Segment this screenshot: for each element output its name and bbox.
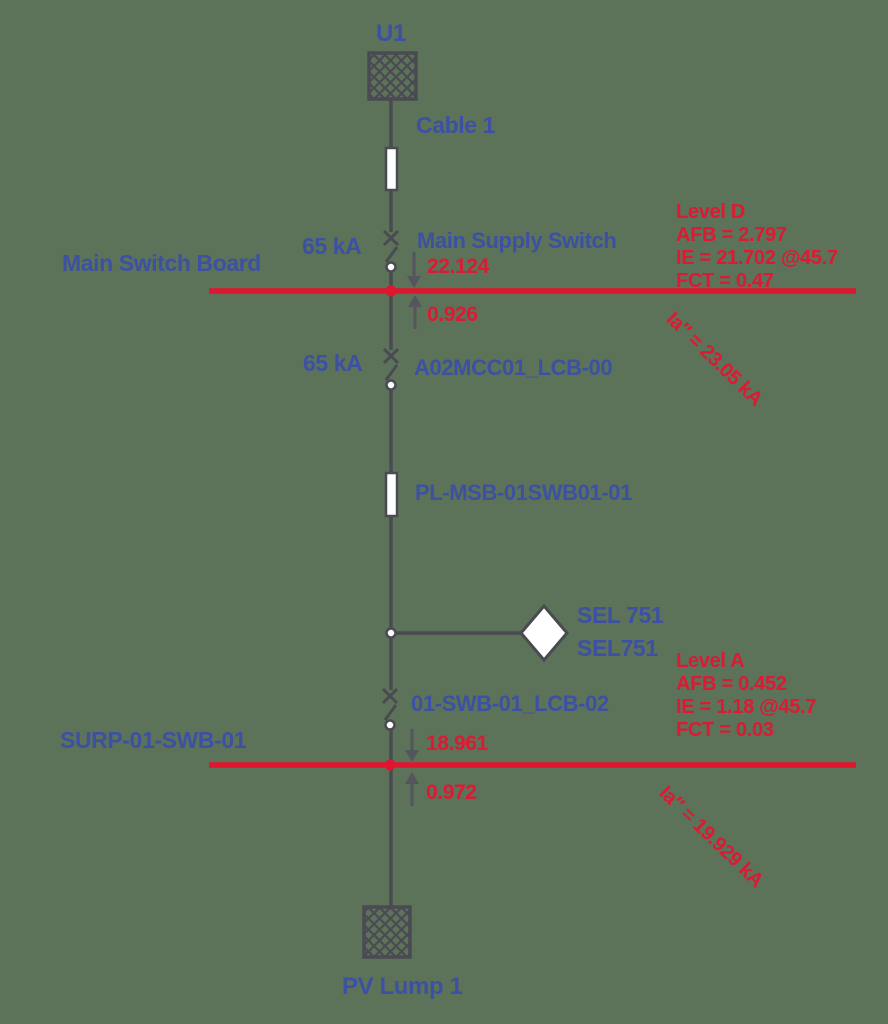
switch2-rating-label: 65 kA [303, 350, 363, 376]
bus1-name-label: Main Switch Board [62, 250, 261, 276]
bus2-af-ie: IE = 1.18 @45.7 [676, 696, 817, 718]
bus1-af-ie: IE = 21.702 @45.7 [676, 247, 838, 269]
switch2-label: A02MCC01_LCB-00 [414, 355, 613, 380]
bus2-inflow-value: 18.961 [426, 732, 488, 755]
switch1-rating-label: 65 kA [302, 233, 362, 259]
cable2-symbol[interactable] [384, 471, 399, 518]
bus1-main-switch-board[interactable] [209, 285, 856, 297]
bus2-name-label: SURP-01-SWB-01 [60, 727, 247, 753]
bus1-outflow-value: 0.926 [427, 303, 478, 326]
pv-load-symbol[interactable] [362, 905, 412, 959]
bus1-fault-dot [385, 285, 397, 297]
bus2-af-fct: FCT = 0.03 [676, 719, 774, 741]
switch3-label: 01-SWB-01_LCB-02 [411, 691, 609, 716]
bus2-af-afb: AFB = 0.452 [676, 673, 787, 695]
relay-symbol[interactable] [385, 603, 569, 663]
relay-label-line1: SEL 751 [577, 602, 664, 628]
switch2-symbol[interactable] [382, 347, 400, 391]
switch1-label: Main Supply Switch [417, 228, 617, 253]
bus2-arc-flash-results: Level A AFB = 0.452 IE = 1.18 @45.7 FCT … [676, 650, 816, 742]
cable2-label: PL-MSB-01SWB01-01 [415, 480, 632, 505]
bus1-af-fct: FCT = 0.47 [676, 270, 774, 292]
bus1-af-level: Level D [676, 201, 746, 223]
relay-label-line2: SEL751 [577, 635, 658, 661]
switch1-symbol[interactable] [382, 229, 400, 273]
cable1-label: Cable 1 [416, 112, 496, 138]
utility-source-symbol[interactable] [367, 51, 418, 101]
bus2-fault-dot [384, 759, 396, 771]
bus1-arc-flash-results: Level D AFB = 2.797 IE = 21.702 @45.7 FC… [676, 201, 838, 293]
bus2-outflow-value: 0.972 [426, 781, 477, 804]
source-label: U1 [376, 20, 406, 47]
load-label: PV Lump 1 [342, 973, 463, 1000]
cable1-symbol[interactable] [384, 146, 399, 192]
bus2-af-level: Level A [676, 650, 745, 672]
bus1-inflow-arrow [407, 252, 421, 288]
bus1-inflow-value: 22.124 [427, 255, 489, 278]
switch3-symbol[interactable] [381, 687, 399, 731]
relay-tap-node [385, 627, 397, 639]
bus2-outflow-arrow [405, 772, 419, 806]
bus1-outflow-arrow [408, 295, 422, 329]
bus1-af-afb: AFB = 2.797 [676, 224, 787, 246]
bus2-inflow-arrow [405, 729, 419, 762]
bus2-surp-01-swb-01[interactable] [209, 759, 856, 771]
